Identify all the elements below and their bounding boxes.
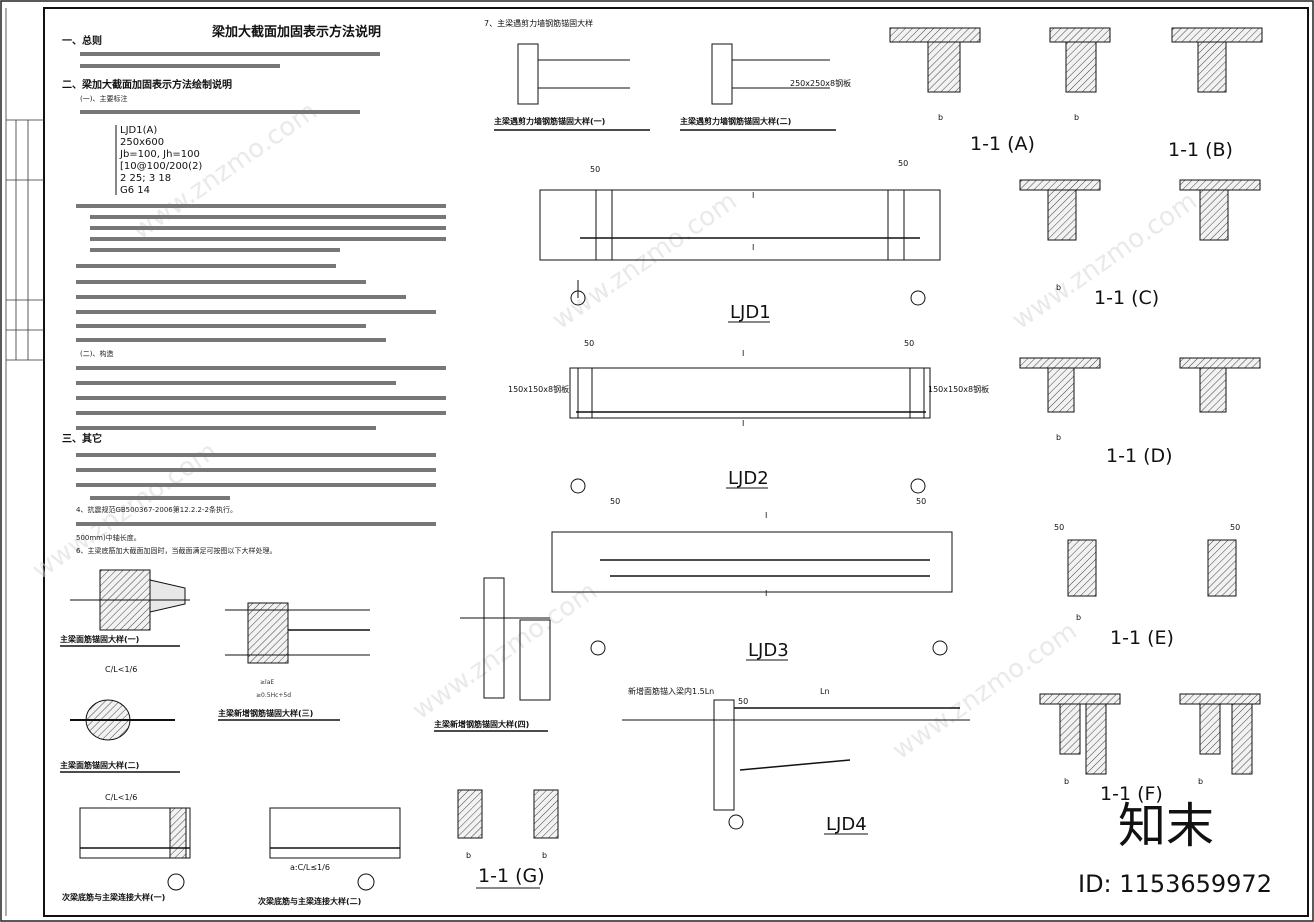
svg-text:50: 50 [1054,523,1064,532]
section-b: b 1-1 (B) [1049,27,1263,161]
svg-text:LJD1(A): LJD1(A) [120,125,157,136]
sample-notation-block: LJD1(A) 250x600 Jb=100, Jh=100 [10@100/2… [115,125,202,196]
jlq2-label: 主梁遇剪力墙钢筋锚固大样(二) [680,116,791,126]
notes-column: 梁加大截面加固表示方法说明 一、总则 二、梁加大截面加固表示方法绘制说明 (一)… [62,24,446,555]
section-f-label: 1-1 (F) [1100,783,1163,805]
elevation-ljd1: 50 50 I I LJD1 [539,159,941,323]
svg-text:50: 50 [584,339,594,348]
svg-text:b: b [1056,433,1061,442]
svg-text:b: b [1198,777,1203,786]
cld2-condition: a:C/L≤1/6 [290,863,330,872]
inner-frame [43,7,1309,917]
xz3-dim-hc: ≥0.5Hc+5d [256,692,291,699]
ljd4-label: LJD4 [826,814,867,835]
svg-text:250x600: 250x600 [120,137,164,148]
svg-text:I: I [765,589,767,598]
ljd4-ln: Ln [820,687,830,696]
xz3-dim-lae: ≥laE [260,679,274,686]
elevation-ljd4: 新增面筋锚入梁内1.5Ln Ln 50 LJD4 [622,686,970,835]
notes-subheading-1: (一)、主要标注 [80,94,127,103]
brand-watermark: 知末 ID: 1153659972 [1078,798,1272,898]
ljd2-plate-left: 150x150x8钢板 [508,384,569,394]
detail-cld1: 次梁底筋与主梁连接大样(一) [62,807,191,902]
note-text-lines [76,204,446,342]
svg-text:[10@100/200(2): [10@100/200(2) [120,161,202,172]
cld1-label: 次梁底筋与主梁连接大样(一) [62,892,165,902]
svg-text:b: b [938,113,943,122]
svg-text:b: b [1076,613,1081,622]
detail-zmj1: 主梁面筋锚固大样(一) C/L<1/6 [60,569,190,674]
zmj1-label: 主梁面筋锚固大样(一) [60,634,139,644]
section-a: b 1-1 (A) [889,27,1035,155]
svg-text:I: I [742,419,744,428]
section-c: b 1-1 (C) [1019,179,1261,309]
note-ref-2: 500mm)中轴长度。 [76,533,141,542]
detail-xz4: 主梁新增钢筋锚固大样(四) [434,577,551,732]
svg-text:50: 50 [898,159,908,168]
svg-text:I: I [752,243,754,252]
svg-text:b: b [1064,777,1069,786]
svg-text:2 25; 3 18: 2 25; 3 18 [120,173,171,184]
ljd1-label: LJD1 [730,302,771,323]
section-g: b b 1-1 (G) [457,789,559,889]
svg-text:I: I [752,191,754,200]
section-c-label: 1-1 (C) [1094,287,1159,309]
brand-id: ID: 1153659972 [1078,870,1272,898]
svg-text:b: b [1074,113,1079,122]
notes-heading-1: 一、总则 [62,34,102,47]
detail-cld2: a:C/L≤1/6 次梁底筋与主梁连接大样(二) [258,807,401,906]
ljd4-note: 新增面筋锚入梁内1.5Ln [628,686,714,696]
svg-text:Jb=100, Jh=100: Jb=100, Jh=100 [119,149,200,160]
ljd2-plate-right: 150x150x8钢板 [928,384,989,394]
notes-heading-2: 二、梁加大截面加固表示方法绘制说明 [62,78,232,91]
svg-text:50: 50 [610,497,620,506]
section-g-label: 1-1 (G) [478,865,545,887]
jlq1-label: 主梁遇剪力墙钢筋锚固大样(一) [494,116,605,126]
section-f: b b 1-1 (F) [1039,693,1261,805]
detail-jlq: 7、主梁遇剪力墙钢筋锚固大样 主梁遇剪力墙钢筋锚固大样(一) 250x250x8… [484,18,851,131]
zmj2-label: 主梁面筋锚固大样(二) [60,760,139,770]
elevation-ljd2: 150x150x8钢板 150x150x8钢板 50 50 I I LJD2 [508,339,989,494]
svg-text:50: 50 [1230,523,1240,532]
elevation-ljd3: 50 50 I I LJD3 [551,497,953,661]
section-d: b 1-1 (D) [1019,357,1261,467]
section-b-label: 1-1 (B) [1168,139,1233,161]
item7-label: 7、主梁遇剪力墙钢筋锚固大样 [484,18,593,28]
svg-text:I: I [765,511,767,520]
cld2-label: 次梁底筋与主梁连接大样(二) [258,896,361,906]
zmj2-condition: C/L<1/6 [105,793,137,802]
detail-xz3: ≥laE ≥0.5Hc+5d 主梁新增钢筋锚固大样(三) [218,602,370,721]
svg-text:b: b [542,851,547,860]
section-d-label: 1-1 (D) [1106,445,1173,467]
ljd2-label: LJD2 [728,468,769,489]
svg-text:I: I [742,349,744,358]
ljd3-label: LJD3 [748,640,789,661]
xz4-label: 主梁新增钢筋锚固大样(四) [434,719,529,729]
notes-subheading-2: (二)、构造 [80,349,113,358]
svg-text:b: b [466,851,471,860]
sheet-title: 梁加大截面加固表示方法说明 [211,24,381,40]
zmj1-condition: C/L<1/6 [105,665,137,674]
brand-logo: 知末 [1118,798,1214,854]
note-ref-1: 4、抗震规范GB500367-2006第12.2.2-2条执行。 [76,505,237,514]
svg-text:50: 50 [738,697,748,706]
notes-heading-3: 三、其它 [62,432,102,445]
svg-text:b: b [1056,283,1061,292]
jlq2-dim: 250x250x8钢板 [790,78,851,88]
section-e: 50 50 b 1-1 (E) [1054,523,1240,649]
svg-text:50: 50 [916,497,926,506]
xz3-label: 主梁新增钢筋锚固大样(三) [218,708,313,718]
note-ref-3: 6、主梁底筋加大截面加固时，当截面满足可按图以下大样处理。 [76,546,276,555]
svg-text:50: 50 [904,339,914,348]
detail-zmj2: 主梁面筋锚固大样(二) C/L<1/6 [60,699,180,802]
section-e-label: 1-1 (E) [1110,627,1174,649]
svg-text:50: 50 [590,165,600,174]
svg-text:G6 14: G6 14 [120,185,150,196]
left-title-strip [5,8,44,916]
section-a-label: 1-1 (A) [970,133,1035,155]
